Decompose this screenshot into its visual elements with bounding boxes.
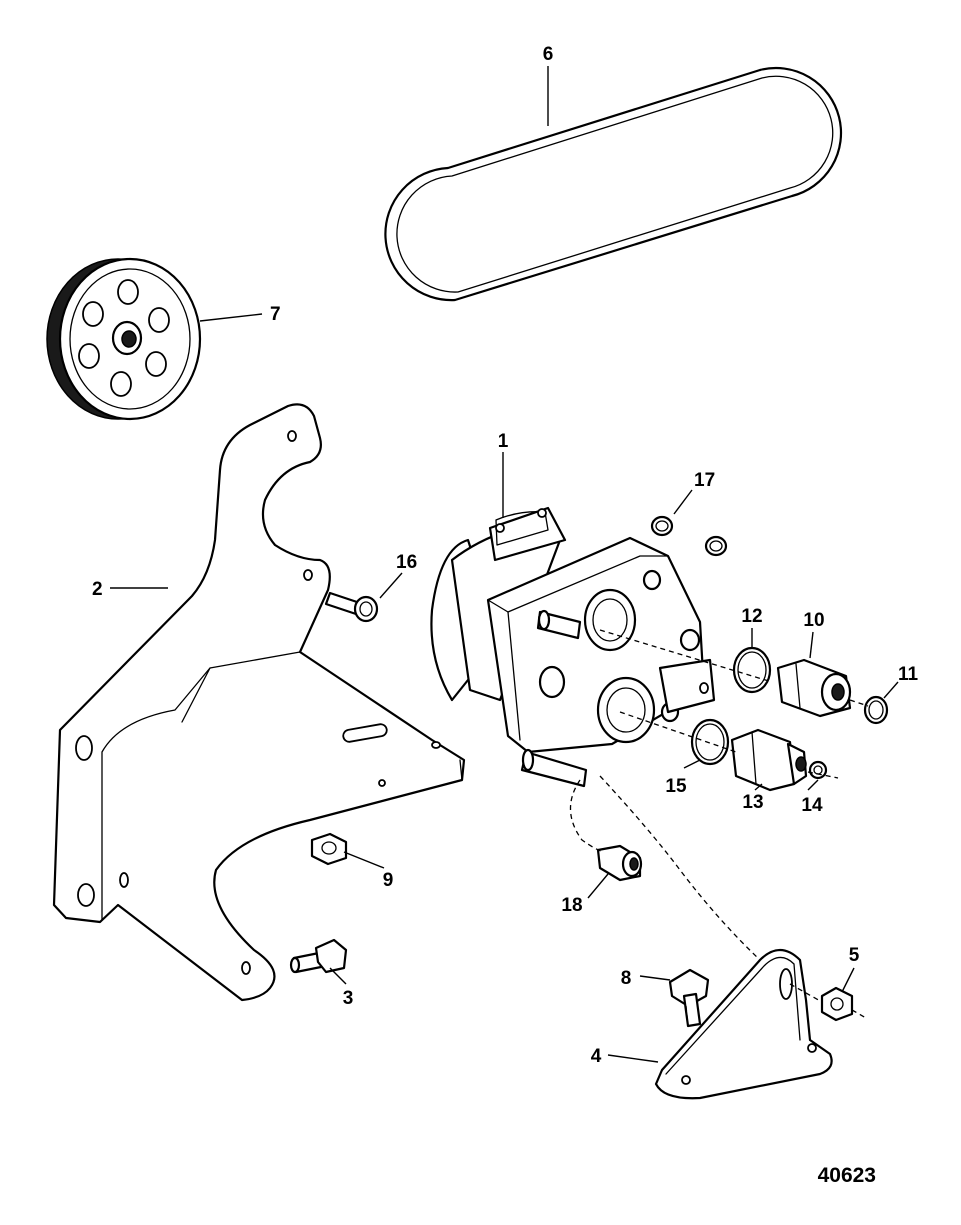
washer-14 [808, 760, 828, 780]
callout-15: 15 [665, 776, 687, 797]
callout-16: 16 [396, 552, 417, 573]
callout-14: 14 [801, 795, 823, 816]
callout-4: 4 [591, 1046, 602, 1067]
callout-12: 12 [741, 606, 762, 627]
mounting-bracket [52, 403, 466, 1002]
figure-id: 40623 [818, 1164, 876, 1187]
support-bracket-4 [654, 948, 833, 1100]
nut-9 [310, 832, 348, 866]
callout-11: 11 [898, 664, 919, 685]
callout-18: 18 [561, 895, 582, 916]
callout-5: 5 [849, 945, 860, 966]
callout-6: 6 [543, 44, 554, 65]
port-plugs [650, 515, 728, 557]
callout-7: 7 [270, 304, 281, 325]
callout-2: 2 [92, 579, 103, 600]
callout-1: 1 [498, 431, 509, 452]
pulley [46, 257, 202, 421]
bolt-3 [289, 938, 348, 974]
return-fitting-13 [730, 728, 808, 792]
leader-lines [110, 66, 899, 1063]
callout-10: 10 [803, 610, 824, 631]
callout-3: 3 [343, 988, 354, 1009]
flange-bolt-8 [668, 968, 710, 1028]
callout-13: 13 [742, 792, 763, 813]
fitting-18 [596, 844, 643, 882]
power-steering-pump [430, 506, 716, 788]
washer-11 [863, 695, 889, 725]
pressure-fitting-10 [776, 658, 852, 718]
callout-8: 8 [621, 968, 632, 989]
drive-belt [384, 66, 843, 302]
flange-bolt-16 [324, 591, 379, 623]
callout-9: 9 [383, 870, 394, 891]
alignment-lines [569, 629, 869, 1027]
callout-17: 17 [694, 470, 715, 491]
nut-5 [820, 986, 854, 1022]
callout-labels: 6 7 1 17 2 16 12 10 11 15 13 14 9 18 3 8… [92, 44, 919, 1067]
